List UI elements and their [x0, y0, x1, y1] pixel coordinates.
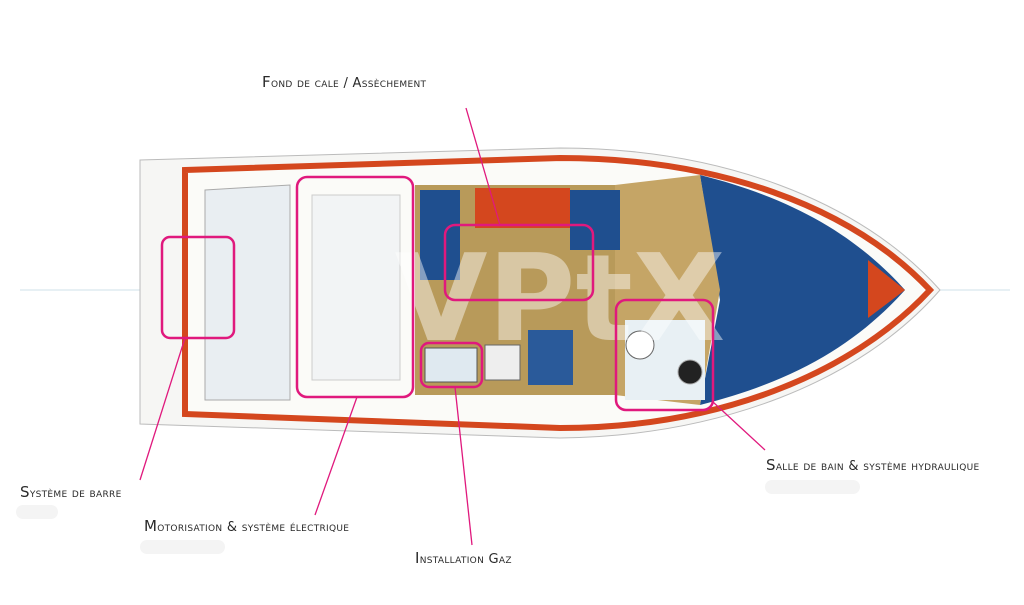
settee-fwd	[570, 190, 620, 250]
cockpit	[204, 184, 291, 401]
washbasin	[677, 359, 703, 385]
table-cushion	[475, 188, 570, 228]
zone-salle-de-bain[interactable]	[614, 298, 715, 412]
leader-motorisation	[314, 396, 358, 516]
toilet	[625, 330, 655, 360]
label-installation-gaz: Installation Gaz	[415, 549, 512, 567]
bow-locker	[868, 260, 905, 318]
label-shadow	[140, 540, 225, 554]
settee	[420, 190, 460, 280]
leader-barre	[139, 337, 186, 481]
label-shadow	[765, 480, 860, 494]
zone-motorisation[interactable]	[295, 175, 415, 399]
engine-hatch	[311, 194, 401, 381]
zone-barre[interactable]	[160, 235, 236, 340]
stove	[424, 347, 478, 383]
label-motorisation: Motorisation & système électrique	[144, 517, 350, 535]
leader-gaz	[454, 386, 473, 546]
leader-fond-de-cale	[465, 107, 501, 226]
zone-gaz[interactable]	[419, 341, 484, 389]
zone-fond-de-cale[interactable]	[443, 223, 595, 302]
label-shadow	[16, 505, 58, 519]
v-berth	[700, 175, 905, 405]
leader-salle-de-bain	[712, 401, 766, 451]
label-salle-de-bain: Salle de bain & système hydraulique	[766, 456, 980, 474]
label-systeme-de-barre: Système de barre	[20, 483, 122, 501]
sink	[484, 344, 521, 381]
label-fond-de-cale: Fond de cale / Assèchement	[262, 73, 427, 91]
seat	[528, 330, 573, 385]
